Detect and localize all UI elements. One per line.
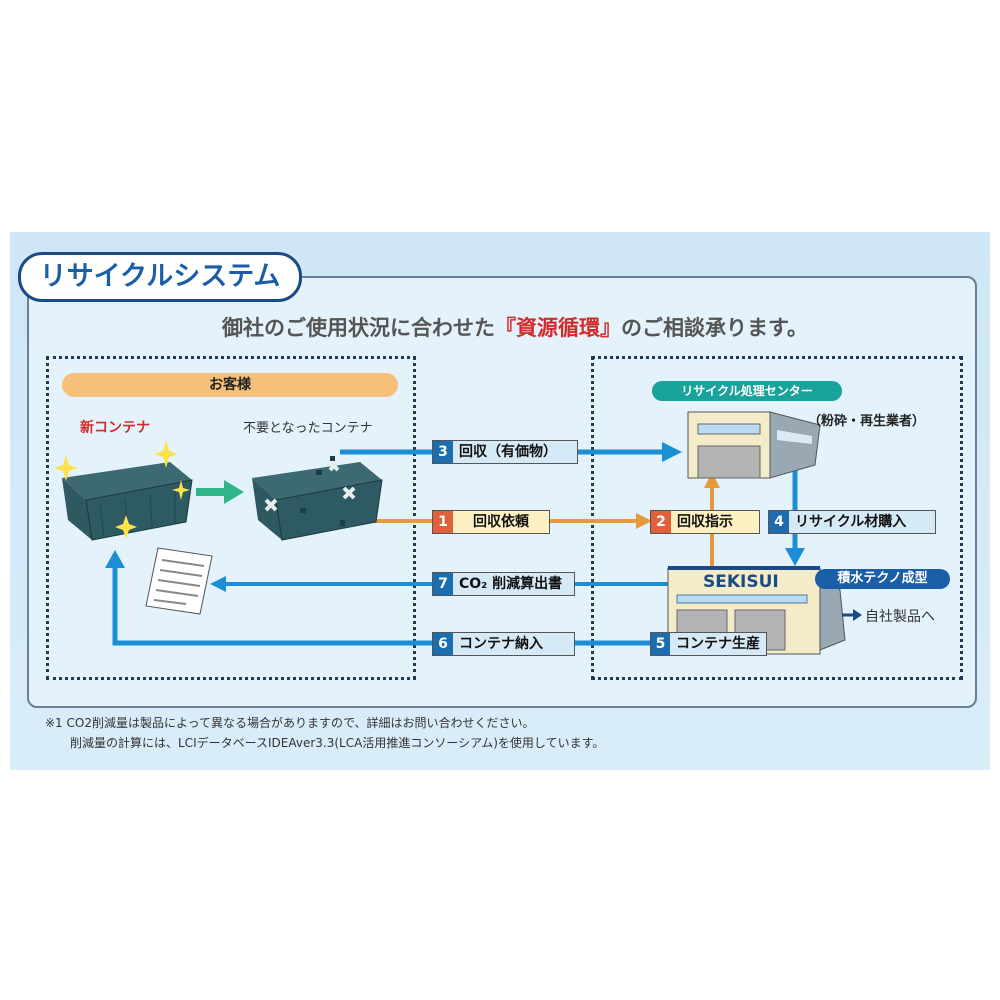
step-number: 1 xyxy=(433,511,453,533)
sekisui-logo: SEKISUI xyxy=(703,572,779,592)
step-label: CO₂ 削減算出書 xyxy=(459,576,563,592)
step-label: リサイクル材購入 xyxy=(795,514,907,530)
footnote-line-2: 削減量の計算には、LCIデータベースIDEAver3.3(LCA活用推進コンソー… xyxy=(70,736,605,750)
recycle-center-building-icon xyxy=(687,411,821,479)
step-number: 7 xyxy=(433,573,453,595)
customer-label: お客様 xyxy=(62,373,398,397)
step-2-instruction: 2 回収指示 xyxy=(650,510,760,534)
green-arrow xyxy=(196,480,244,504)
step-label: コンテナ生産 xyxy=(676,636,760,652)
used-container-label: 不要となったコンテナ xyxy=(243,421,373,436)
sekisui-factory-icon xyxy=(667,566,862,655)
step-number: 4 xyxy=(769,511,789,533)
step-number: 2 xyxy=(651,511,671,533)
step-7-co2-report: 7 CO₂ 削減算出書 xyxy=(432,572,575,596)
partner-area xyxy=(591,356,963,680)
step-3-collection: 3 回収（有価物） xyxy=(432,440,578,464)
subtitle-after: のご相談承ります。 xyxy=(621,316,808,340)
co2-report-document-icon xyxy=(145,547,213,615)
step-number: 3 xyxy=(433,441,453,463)
customer-area xyxy=(46,356,416,680)
step-5-production: 5 コンテナ生産 xyxy=(650,632,767,656)
step-label: 回収（有価物） xyxy=(459,444,557,460)
step-label: 回収指示 xyxy=(677,514,733,530)
step-number: 5 xyxy=(651,633,670,655)
step-number: 6 xyxy=(433,633,453,655)
step-label: コンテナ納入 xyxy=(459,636,543,652)
subtitle-before: 御社のご使用状況に合わせた xyxy=(222,316,496,340)
new-container-label: 新コンテナ xyxy=(80,420,150,436)
footnote-line-1: ※1 CO2削減量は製品によって異なる場合がありますので、詳細はお問い合わせくだ… xyxy=(45,716,535,730)
new-container-icon xyxy=(54,440,193,541)
step-6-delivery: 6 コンテナ納入 xyxy=(432,632,575,656)
recycle-center-sub: （粉砕・再生業者） xyxy=(808,414,926,429)
step-label: 回収依頼 xyxy=(473,514,529,530)
step-4-material-purchase: 4 リサイクル材購入 xyxy=(768,510,936,534)
recycle-center-label: リサイクル処理センター xyxy=(652,381,842,401)
diagram-title: リサイクルシステム xyxy=(18,252,302,302)
sekisui-label: 積水テクノ成型 xyxy=(815,569,950,589)
step-1-request: 1 回収依頼 xyxy=(432,510,550,534)
own-products-label: 自社製品へ xyxy=(865,609,935,625)
subtitle-highlight: 『資源循環』 xyxy=(495,316,622,340)
subtitle: 御社のご使用状況に合わせた『資源循環』のご相談承ります。 xyxy=(0,312,1000,342)
used-container-icon xyxy=(252,456,383,541)
